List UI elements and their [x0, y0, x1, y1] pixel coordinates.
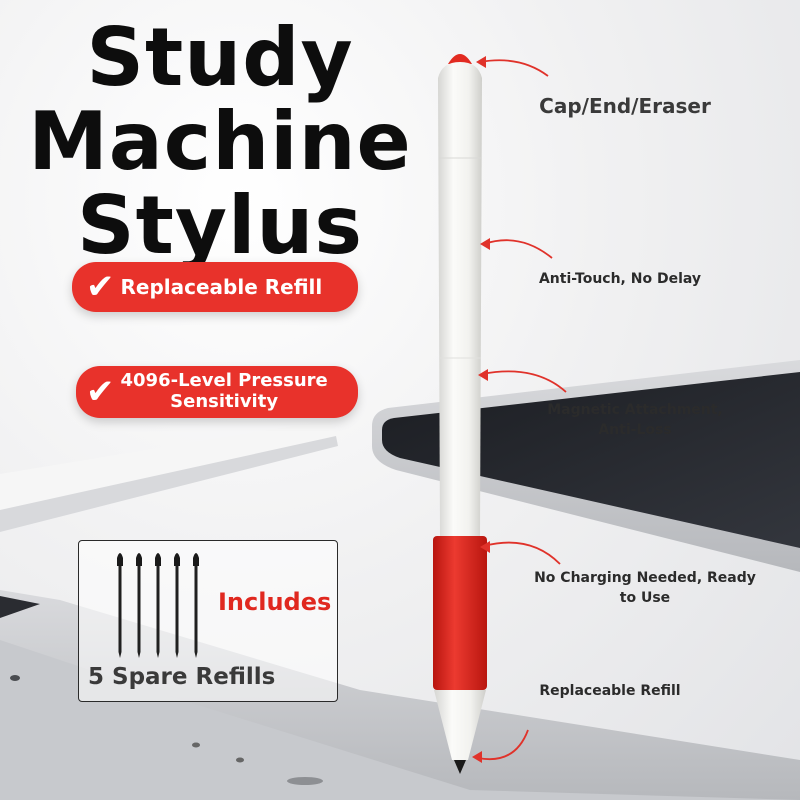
- background-pencil: [0, 420, 338, 532]
- callout-cap-end-eraser: Cap/End/Eraser: [520, 92, 730, 120]
- callout-line: Replaceable Refill: [539, 683, 681, 699]
- arrow-icon: [479, 59, 549, 77]
- stylus-illustration: [433, 54, 487, 774]
- refill-icon: [174, 553, 180, 658]
- stylus-taper: [434, 690, 486, 760]
- includes-label: Includes: [218, 588, 332, 616]
- callout-replaceable-refill: Replaceable Refill: [525, 682, 695, 702]
- callout-line: No Charging Needed, Ready: [534, 570, 756, 586]
- badge-text: Replaceable Refill: [120, 275, 323, 299]
- check-icon: ✔: [86, 372, 115, 412]
- title-line-stylus: Stylus: [77, 179, 363, 272]
- spare-refills-caption: 5 Spare Refills: [88, 664, 276, 690]
- arrow-icon: [481, 370, 567, 393]
- callout-magnetic-attachment: Magnetic Attachment, Anti-Loss: [530, 401, 740, 440]
- refill-icon: [155, 553, 161, 658]
- arrow-icon: [483, 239, 553, 259]
- badge-text-line1: 4096-Level Pressure: [120, 370, 328, 392]
- badge-text-block: 4096-Level Pressure Sensitivity: [121, 371, 328, 412]
- badge-replaceable-refill: ✔ Replaceable Refill: [72, 262, 358, 312]
- arrow-icon: [477, 729, 529, 760]
- callout-line: Anti-Loss: [598, 421, 672, 438]
- title-line-study: Study: [86, 11, 354, 104]
- spare-refills-illustration: [117, 553, 199, 658]
- refill-icon: [193, 553, 199, 658]
- stylus-body: [438, 62, 482, 536]
- callout-line: Anti-Touch, No Delay: [538, 271, 702, 287]
- eraser-cap: [448, 54, 472, 64]
- red-grip: [433, 536, 487, 690]
- callout-no-charging: No Charging Needed, Ready to Use: [520, 569, 770, 608]
- refill-icon: [117, 553, 123, 658]
- stylus-tip: [454, 760, 466, 774]
- callout-line: Cap/End/Eraser: [539, 94, 711, 118]
- badge-pressure-sensitivity: ✔ 4096-Level Pressure Sensitivity: [76, 366, 358, 418]
- callout-anti-touch: Anti-Touch, No Delay: [515, 270, 725, 290]
- callout-line: Magnetic Attachment,: [547, 402, 723, 418]
- callout-line: to Use: [619, 589, 671, 606]
- refill-icon: [136, 553, 142, 658]
- title-line-machine: Machine: [28, 95, 412, 188]
- badge-text-line2: Sensitivity: [170, 391, 279, 412]
- arrow-icon: [483, 541, 561, 565]
- check-icon: ✔: [86, 267, 115, 307]
